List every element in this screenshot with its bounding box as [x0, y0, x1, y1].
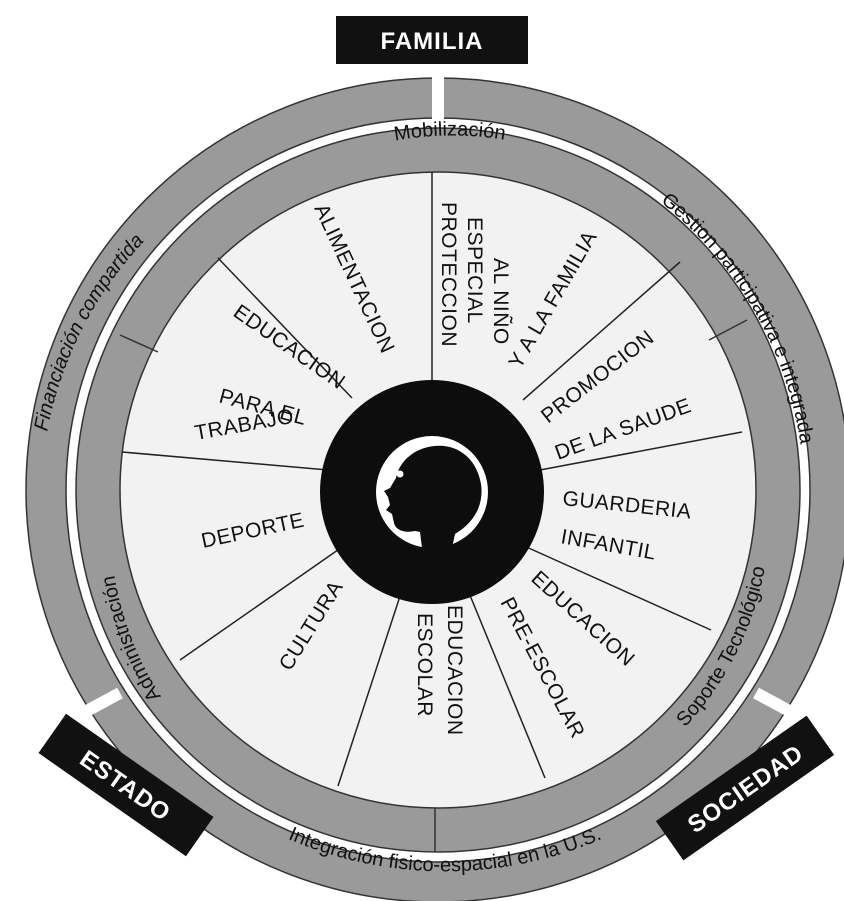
segment-educacion-escolar: EDUCACION — [443, 605, 466, 736]
spoke-3 — [521, 544, 712, 631]
inner-separator-1 — [119, 334, 159, 353]
inner-separator-2 — [708, 319, 748, 341]
spoke-7 — [121, 451, 329, 471]
spoke-8 — [217, 257, 353, 399]
spoke-5 — [337, 589, 403, 787]
familia-label-bg — [336, 16, 528, 64]
child-eye — [396, 470, 404, 478]
outer-separator-right — [753, 687, 809, 726]
inner-ring-separators — [119, 319, 748, 852]
wheel-spokes — [121, 172, 743, 787]
sociedad-label-bg — [655, 715, 835, 861]
outer-separator-left — [67, 687, 123, 726]
spoke-6 — [179, 544, 346, 661]
segment-proteccion-l2: ESPECIAL — [463, 217, 486, 324]
segment-educacion-escolar-l2: ESCOLAR — [413, 613, 436, 717]
familia-label-box: FAMILIA — [336, 16, 528, 64]
spoke-2 — [539, 431, 743, 471]
familia-label: FAMILIA — [381, 28, 484, 55]
spoke-1 — [522, 261, 681, 401]
segment-proteccion: PROTECCION — [437, 202, 460, 347]
estado-label-bg — [38, 713, 214, 857]
outer-ring-separators — [67, 70, 809, 726]
segment-proteccion-l3: AL NIÑO — [489, 258, 513, 345]
spoke-4 — [466, 587, 546, 779]
child-head-silhouette-icon — [384, 445, 482, 548]
